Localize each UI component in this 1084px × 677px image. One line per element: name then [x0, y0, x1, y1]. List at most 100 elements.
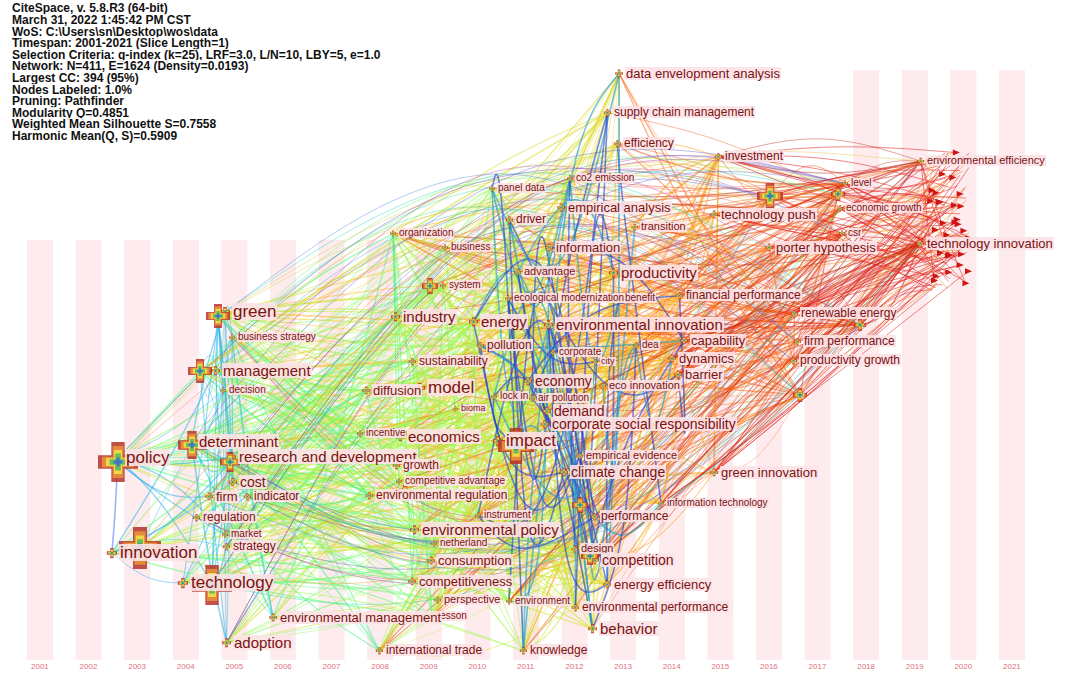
node-ring	[189, 442, 195, 448]
node-ring	[194, 516, 198, 520]
node-ring	[718, 156, 720, 158]
node-ring	[514, 269, 521, 276]
node-ring	[221, 389, 225, 393]
node-ring	[717, 155, 720, 158]
keyword-label: organization	[398, 228, 454, 238]
node-ring	[429, 559, 432, 562]
node-cross	[550, 350, 556, 356]
node-cross	[765, 244, 773, 252]
node-cross	[229, 478, 237, 486]
node-ring	[455, 408, 456, 409]
keyword-label: productivity	[620, 265, 698, 280]
link-line	[480, 346, 563, 477]
link-line	[845, 178, 946, 188]
node-cross	[222, 532, 228, 538]
node-ring	[797, 392, 803, 398]
node-ring	[547, 245, 552, 250]
node-ring	[542, 422, 547, 427]
keyword-label: data envelopment analysis	[625, 67, 781, 80]
node-ring	[794, 338, 801, 345]
node-ring	[114, 458, 123, 467]
node-ring	[796, 391, 804, 399]
node-ring	[669, 355, 675, 361]
year-stripe	[902, 70, 928, 660]
node-ring	[594, 361, 596, 363]
link-line	[793, 243, 967, 361]
node-ring	[916, 240, 924, 248]
link-line	[212, 224, 794, 585]
keyword-label: advantage	[523, 266, 576, 277]
node-ring	[792, 311, 798, 317]
node-ring	[615, 141, 621, 147]
node-cross	[604, 109, 611, 116]
link-line	[218, 171, 842, 316]
node-cross	[543, 407, 551, 415]
node-ring	[506, 297, 510, 301]
node-ring	[634, 226, 635, 227]
node-ring	[212, 367, 219, 374]
node-ring	[223, 639, 230, 646]
node-ring	[567, 176, 573, 182]
node-ring	[489, 186, 495, 192]
node-ring	[541, 420, 549, 428]
node-ring	[523, 650, 525, 652]
node-ring	[855, 320, 865, 330]
node-cross	[710, 469, 718, 477]
node-ring	[594, 360, 597, 363]
keyword-label: porter hypothesis	[775, 241, 877, 254]
node-ring	[574, 548, 575, 549]
node-ring	[670, 357, 673, 360]
node-ring	[222, 389, 225, 392]
link-line	[112, 164, 845, 553]
node-ring	[767, 193, 773, 199]
node-ring	[710, 469, 718, 477]
node-ring	[589, 625, 596, 632]
link-line	[661, 217, 937, 503]
keyword-label: dynamics	[678, 352, 735, 365]
node-cross	[668, 355, 676, 363]
link-line	[661, 206, 951, 503]
node-cross	[633, 343, 639, 349]
node-ring	[109, 550, 115, 556]
node-ring	[857, 322, 862, 327]
node-ring	[592, 628, 594, 630]
year-stripe	[27, 240, 53, 660]
node-ring	[798, 393, 801, 396]
node-ring	[111, 552, 113, 554]
node-ring	[560, 207, 562, 209]
keyword-label: management	[222, 363, 312, 378]
node-ring	[767, 246, 770, 249]
node-ring	[796, 340, 799, 343]
node-ring	[831, 187, 845, 201]
node-ring	[530, 397, 534, 401]
arrow-heads	[927, 150, 972, 287]
node-ring	[682, 339, 685, 342]
link-line	[226, 169, 842, 547]
node-cross	[567, 176, 573, 182]
node-ring	[506, 296, 511, 301]
node-ring	[207, 494, 212, 499]
keyword-label: co2 emission	[575, 173, 635, 183]
node-cross	[572, 604, 579, 611]
node-ring	[791, 359, 795, 363]
node-ring	[552, 352, 553, 353]
node-ring	[605, 110, 611, 116]
node-cross	[188, 359, 212, 383]
node-ring	[604, 109, 611, 116]
node-ring	[617, 71, 622, 76]
node-ring	[188, 359, 212, 383]
arrow-head	[932, 227, 939, 233]
node-ring	[856, 321, 863, 328]
node-ring	[229, 335, 235, 341]
link-line	[140, 209, 840, 589]
node-cross	[469, 317, 478, 326]
node-cross	[541, 420, 549, 428]
node-ring	[391, 312, 400, 321]
arrow-head	[960, 228, 967, 234]
link-line	[209, 226, 793, 497]
arrow-head	[932, 190, 939, 196]
arrow-head	[939, 171, 946, 177]
node-ring	[659, 502, 663, 506]
node-ring	[377, 648, 383, 654]
node-ring	[573, 605, 579, 611]
